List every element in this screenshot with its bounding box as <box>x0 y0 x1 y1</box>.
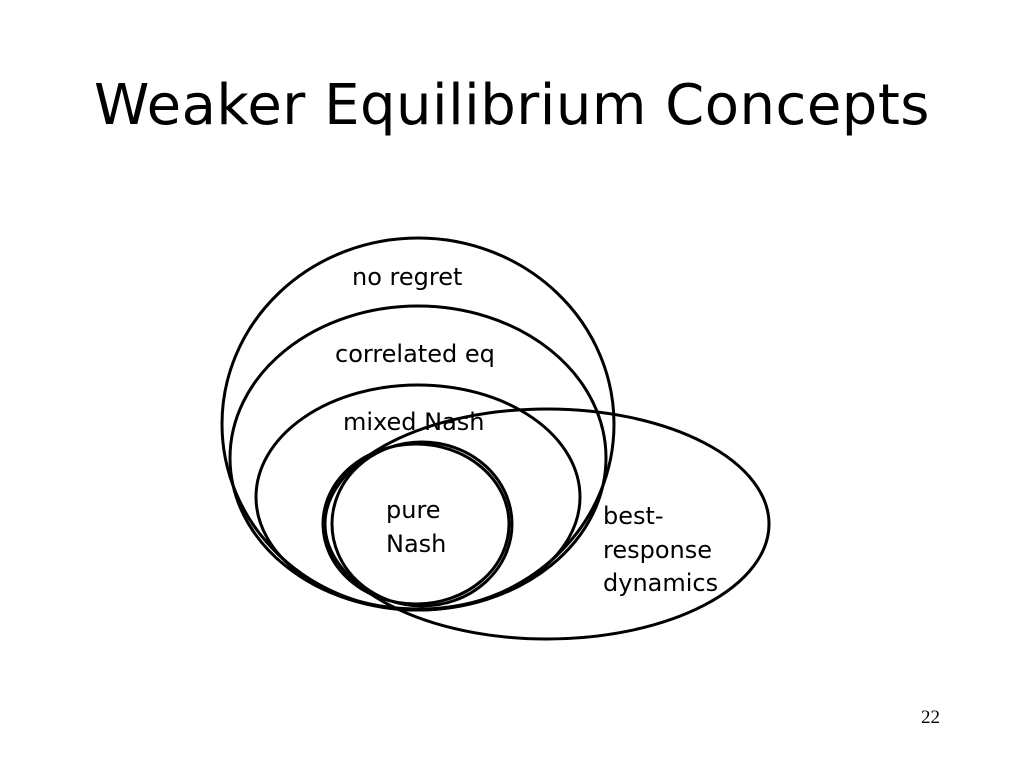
pure-nash-label-line-2: Nash <box>386 530 446 558</box>
best-response-dynamics-region <box>323 407 771 641</box>
correlated-eq-label: correlated eq <box>335 340 495 368</box>
pure-nash-region-outer <box>321 442 511 606</box>
best-response-label-line-2: response <box>603 536 712 564</box>
pure-nash-label-line-1: pure <box>386 496 441 524</box>
page-number: 22 <box>921 707 940 728</box>
best-response-label-line-1: best- <box>603 502 664 530</box>
no-regret-label: no regret <box>352 263 462 291</box>
pure-nash-region <box>330 440 514 608</box>
mixed-nash-label: mixed Nash <box>343 408 485 436</box>
mixed-nash-region <box>254 383 582 611</box>
slide-title: Weaker Equilibrium Concepts <box>94 73 930 138</box>
best-response-label-line-3: dynamics <box>603 569 718 597</box>
